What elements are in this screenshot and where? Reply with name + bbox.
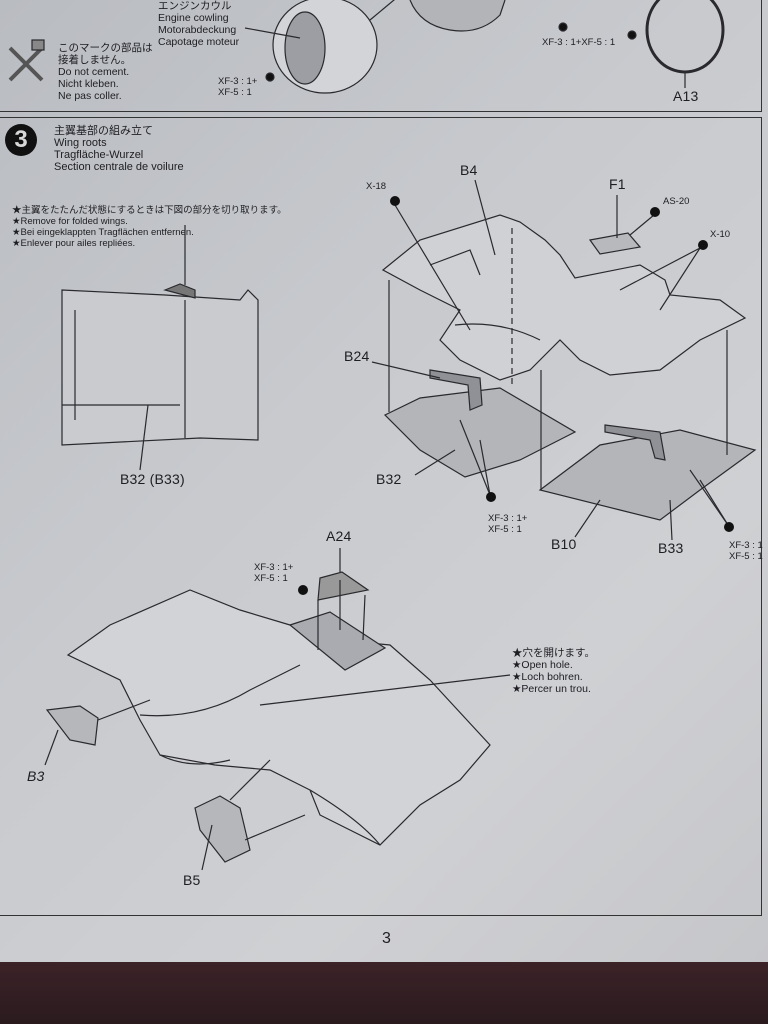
part-f1-drawing [588,232,642,255]
paint: XF-3 : 1 [729,540,763,551]
paint: XF-3 : 1+ [488,513,528,524]
table-surface [0,962,768,1024]
paint: XF-3 : 1+ [218,76,258,87]
part-label-b32: B32 [376,471,402,487]
part-label-b33: B33 [658,540,684,556]
label-en: Do not cement. [58,66,130,78]
part-label-a13: A13 [673,88,699,104]
part-label-b24: B24 [344,348,370,364]
engine-drawing [409,0,506,32]
paint-mix-a24: XF-3 : 1+ XF-5 : 1 [254,562,293,584]
note-de: ★Loch bohren. [512,671,583,683]
note-fr: ★Enlever pour ailes repliées. [12,238,136,249]
part-label-b10: B10 [551,536,577,552]
paint: XF-5 : 1 [218,87,252,98]
paint-mix-left: XF-3 : 1+ XF-5 : 1 [218,76,257,98]
page-number: 3 [382,930,392,947]
engine-cowling-label: エンジンカウル Engine cowling Motorabdeckung Ca… [158,0,239,48]
paint: XF-5 : 1 [729,551,763,562]
title-ja: 主翼基部の組み立て [54,125,153,137]
folded-wings-note: ★主翼をたたんだ状態にするときは下図の部分を切り取ります。 ★Remove fo… [12,205,287,249]
no-cement-icon [8,39,45,82]
part-label-f1: F1 [609,176,626,192]
title-de: Tragfläche-Wurzel [54,149,144,161]
note-en: ★Remove for folded wings. [12,216,128,227]
part-label-a24: A24 [326,528,352,544]
paint-mix-right: XF-3 : 1+XF-5 : 1 [542,37,616,48]
part-b32-drawing [383,369,577,478]
paint: XF-5 : 1 [488,524,522,535]
note-fr: ★Percer un trou. [512,683,591,695]
step-title: 主翼基部の組み立て Wing roots Tragfläche-Wurzel S… [54,125,184,173]
label-en: Engine cowling [158,12,229,24]
paint-drops [298,196,734,595]
lower-wing-assembly-drawing [44,548,511,871]
paint-x10: X-10 [710,229,731,240]
part-label-b32-b33: B32 (B33) [120,471,185,487]
part-label-b3: B3 [27,768,45,784]
step-3-panel [0,117,762,916]
paint-x18: X-18 [366,181,387,192]
part-b4-drawing [381,214,747,381]
open-hole-note: ★穴を開けます。 ★Open hole. ★Loch bohren. ★Perc… [512,647,595,695]
engine-cowling-drawing [244,0,395,94]
label-fr: Capotage moteur [158,36,240,48]
part-a13-drawing [645,0,725,88]
note-ja: ★穴を開けます。 [512,647,595,659]
label-ja: このマークの部品は [58,42,153,54]
label-de: Nicht kleben. [58,78,119,90]
part-b32-cutaway-drawing [61,225,259,471]
paint: XF-5 : 1 [254,573,288,584]
paint-mix-center: XF-3 : 1+ XF-5 : 1 [488,513,527,535]
title-fr: Section centrale de voilure [54,161,184,173]
part-label-b5: B5 [183,872,201,888]
part-b33-drawing [538,424,757,521]
part-label-b4: B4 [460,162,478,178]
title-en: Wing roots [54,137,107,149]
paint-as20: AS-20 [663,196,690,207]
note-en: ★Open hole. [512,659,573,671]
paint: XF-3 : 1+ [254,562,294,573]
assembly-arrows [371,179,729,541]
note-de: ★Bei eingeklappten Tragflächen entfernen… [12,227,194,238]
step-number-badge: 3 [5,124,37,156]
label-de: Motorabdeckung [158,24,237,36]
note-ja: ★主翼をたたんだ状態にするときは下図の部分を切り取ります。 [12,205,287,216]
label-ja: エンジンカウル [158,0,232,12]
no-cement-note: このマークの部品は 接着しません。 Do not cement. Nicht k… [58,42,153,102]
label-fr: Ne pas coller. [58,90,122,102]
previous-step-panel [0,0,762,112]
paint-mix-right: XF-3 : 1 XF-5 : 1 [729,540,763,562]
label-ja2: 接着しません。 [58,54,132,66]
